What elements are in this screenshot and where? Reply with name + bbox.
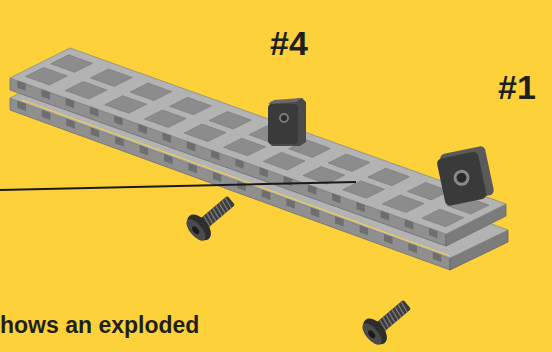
slotted-rail [10, 48, 508, 270]
bar-notch [17, 101, 26, 111]
bar-notch [115, 136, 124, 146]
bar-slot [130, 83, 172, 101]
bar-slot [105, 96, 147, 114]
bar-notch [360, 225, 369, 235]
bar-notch [114, 115, 122, 125]
bar-notch [405, 219, 414, 229]
bar-slot [224, 138, 266, 156]
leader-line [0, 182, 356, 190]
bar-slot [144, 110, 186, 128]
screw-head [359, 314, 392, 349]
bar-notch [140, 145, 149, 155]
bar-slot [26, 67, 68, 85]
screw-thread [381, 317, 390, 327]
bar-notch [90, 107, 99, 117]
screw-head-face [183, 216, 209, 244]
screw-thread [205, 213, 214, 223]
bar-slot [368, 168, 410, 186]
bar-notch [356, 202, 365, 212]
screw-thread [390, 309, 399, 319]
bar-notch [311, 207, 320, 217]
bar-notch [42, 110, 51, 120]
screw-thread [400, 302, 409, 312]
callout-number: #1 [498, 68, 536, 107]
t-nut [435, 145, 495, 206]
screw-thread [214, 205, 223, 215]
bar-slot [328, 154, 370, 172]
bar-notch [188, 163, 197, 173]
bar-notch [235, 159, 243, 169]
bar-notch [308, 185, 317, 195]
screw-thread [393, 307, 402, 317]
bar-slot [170, 97, 212, 115]
bar-slot [51, 55, 93, 73]
callout-number: #4 [270, 24, 308, 63]
bar-notch [335, 216, 344, 226]
screw-socket [366, 329, 376, 340]
bar-notch [381, 211, 390, 221]
screw-thread [224, 198, 233, 208]
screw-thread [211, 208, 220, 218]
bar-slot [422, 209, 464, 227]
screw-thread [217, 203, 226, 213]
bar-notch [138, 124, 147, 134]
screw-socket [190, 225, 200, 236]
bar-slot [209, 112, 251, 130]
bar-notch [262, 190, 271, 200]
t-nut [268, 98, 306, 146]
bar-top [10, 48, 506, 234]
bar-notch [213, 172, 222, 182]
bar-notch [384, 234, 393, 244]
bar-notch [211, 150, 220, 160]
bar-notch [429, 228, 438, 238]
bar-notch [164, 154, 173, 164]
bar-notch [237, 181, 246, 191]
screw [358, 293, 417, 349]
gap-line [22, 100, 450, 256]
screw-head-face [359, 320, 385, 348]
bar-notch [332, 193, 340, 203]
bar-slot [184, 124, 226, 142]
bar-notch [408, 243, 417, 253]
bar-slot [65, 82, 107, 100]
bar-notch [286, 198, 295, 208]
bar-slot [382, 195, 424, 213]
bar-slot [343, 181, 385, 199]
screw-head [183, 210, 216, 245]
bar-notch [42, 89, 51, 99]
bar-notch [66, 118, 75, 128]
screw-thread [384, 315, 393, 325]
bar-notch [284, 176, 293, 186]
bar-slot [90, 69, 132, 87]
bar-notch [66, 98, 75, 108]
screw-thread [220, 200, 229, 210]
screw-thread [208, 211, 217, 221]
bar-notch [91, 127, 100, 137]
bar-notch [17, 81, 25, 91]
bar-notch [163, 133, 172, 143]
screw [182, 189, 241, 245]
bar-slot [263, 152, 305, 170]
bar-notch [260, 167, 269, 177]
bar-notch [433, 252, 442, 262]
screw-thread [396, 304, 405, 314]
screw-thread [387, 312, 396, 322]
bar-notch [187, 141, 196, 151]
caption-text: hows an exploded [0, 312, 199, 339]
